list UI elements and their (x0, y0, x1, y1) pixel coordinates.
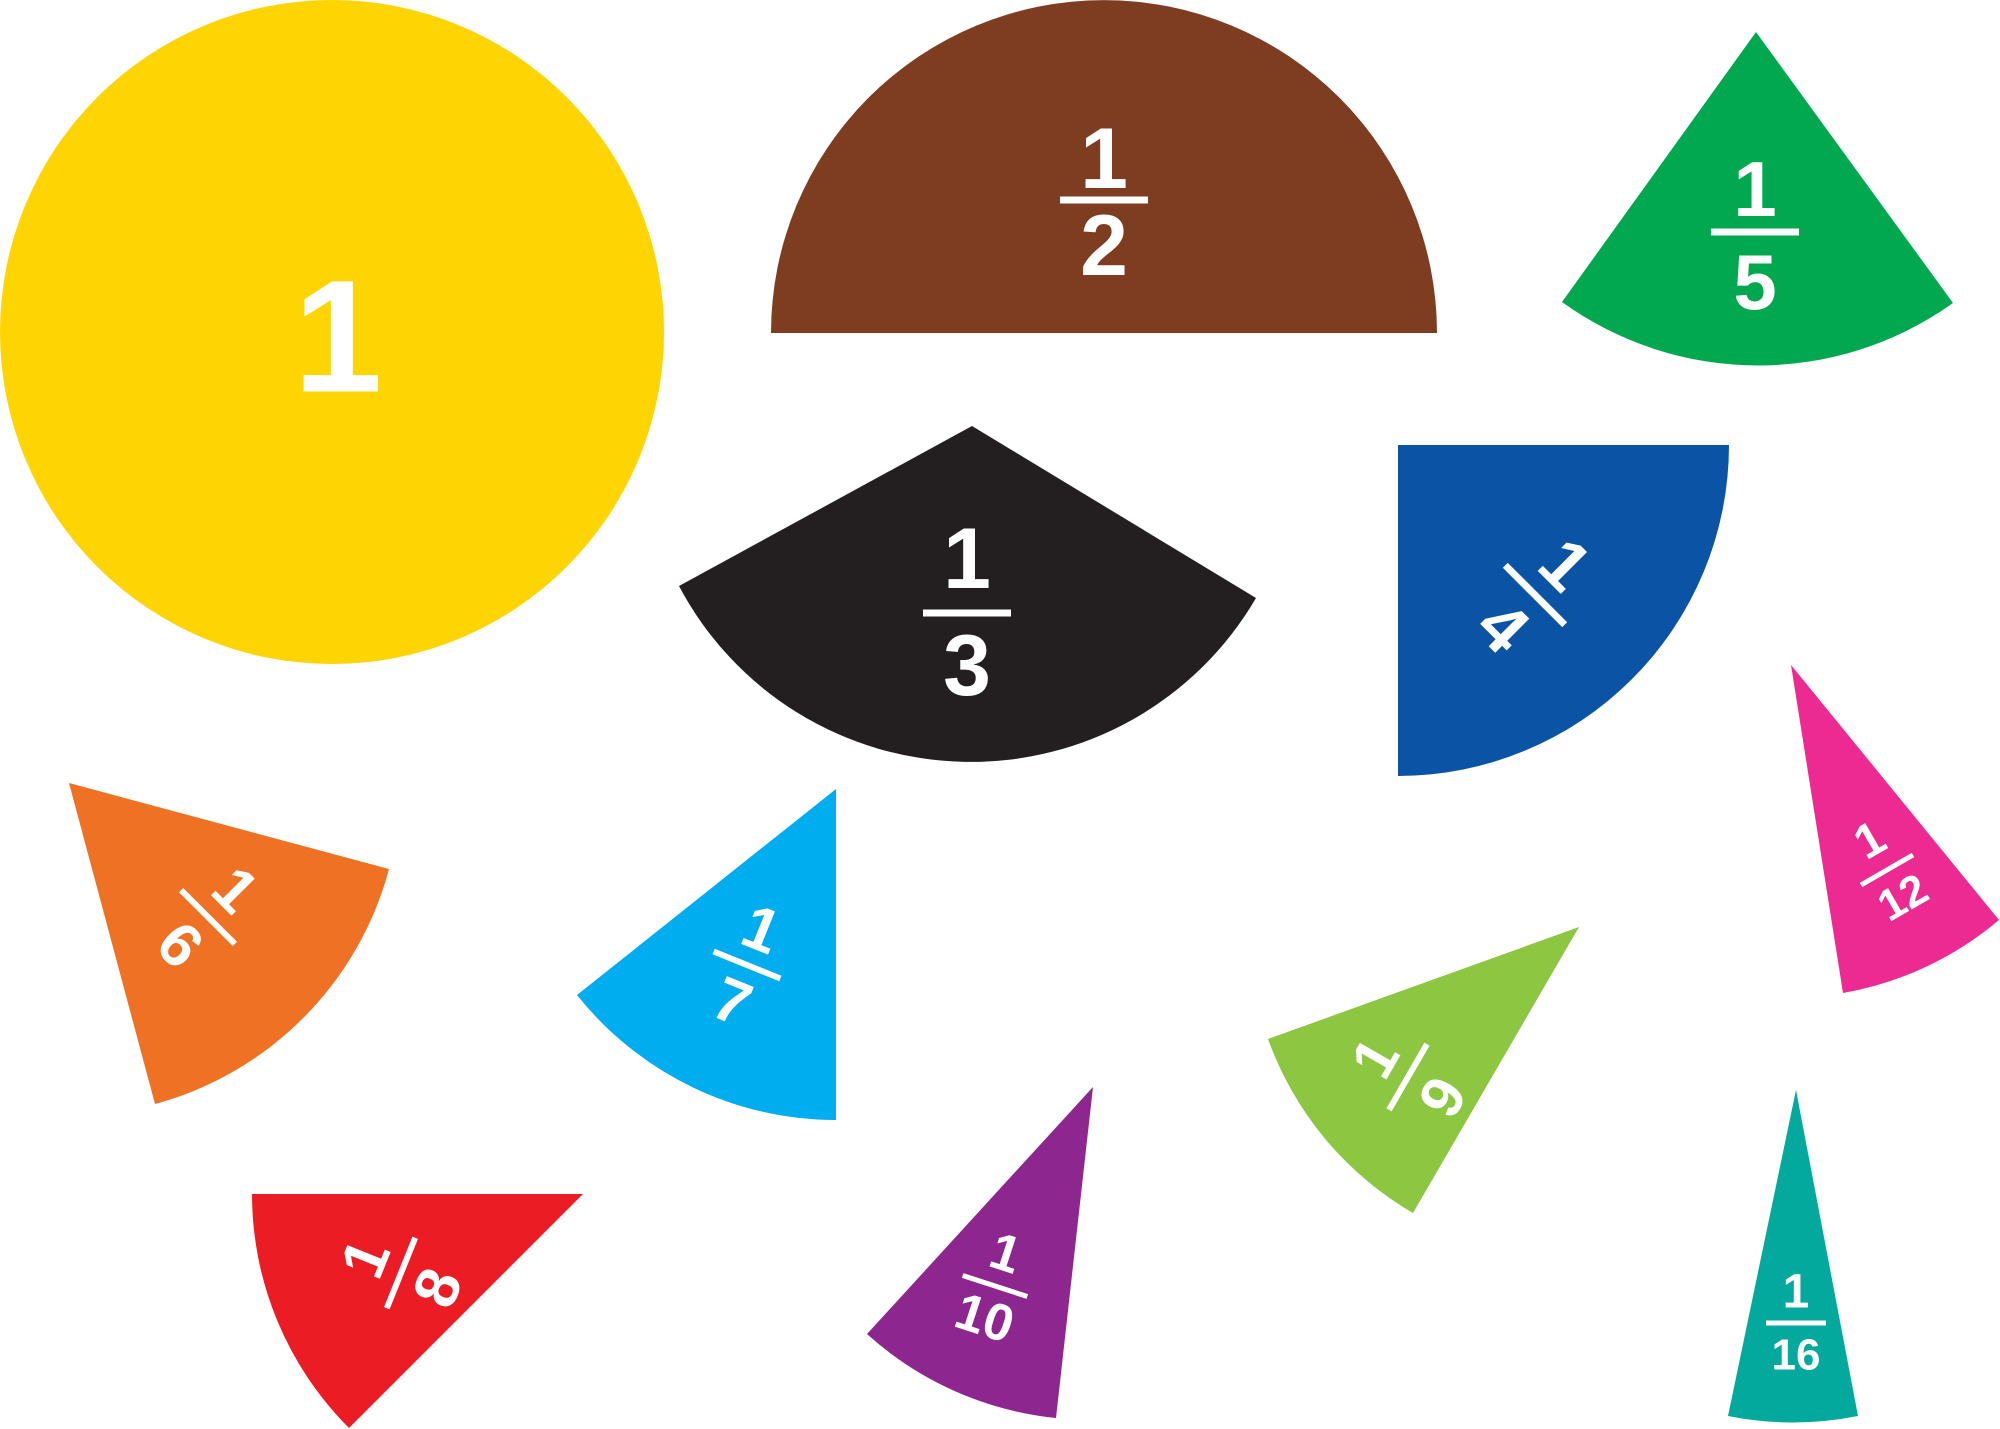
piece-twelfth-shape (1791, 665, 1999, 993)
piece-ninth[interactable]: 1 9 (1268, 927, 1579, 1213)
piece-half[interactable]: 1 2 (771, 0, 1437, 333)
piece-sixteenth-denominator: 16 (1772, 1331, 1821, 1380)
piece-fifth-numerator: 1 (1733, 145, 1776, 233)
piece-quarter[interactable]: 1 4 (1398, 445, 1729, 776)
piece-sixteenth[interactable]: 1 16 (1728, 1090, 1858, 1423)
piece-whole[interactable]: 1 (0, 0, 664, 664)
piece-tenth-fraction-bar (961, 1273, 1029, 1299)
piece-whole-shape (0, 0, 664, 664)
piece-fifth-denominator: 5 (1733, 238, 1776, 326)
piece-twelfth-fraction-bar (1859, 852, 1915, 888)
piece-half-shape (771, 0, 1437, 333)
piece-fifth-shape (1562, 32, 1953, 366)
piece-third-denominator: 3 (943, 618, 991, 714)
piece-third-numerator: 1 (943, 511, 991, 607)
piece-quarter-shape (1398, 445, 1729, 776)
piece-sixth-fraction-bar (179, 888, 237, 946)
piece-third-shape (679, 426, 1256, 762)
piece-tenth-shape (867, 1087, 1093, 1418)
piece-ninth-fraction-bar (1386, 1042, 1430, 1112)
piece-ninth-shape (1268, 927, 1579, 1213)
piece-half-numerator: 1 (1080, 111, 1128, 207)
piece-sixth-shape (69, 783, 389, 1104)
piece-eighth[interactable]: 1 8 (252, 1194, 583, 1428)
piece-sixth[interactable]: 1 6 (69, 783, 389, 1104)
piece-sixteenth-numerator: 1 (1783, 1266, 1810, 1319)
piece-tenth[interactable]: 1 10 (867, 1087, 1093, 1418)
piece-whole-numerator: 1 (294, 247, 383, 426)
piece-seventh-shape (577, 789, 836, 1120)
piece-eighth-fraction-bar (383, 1236, 419, 1310)
piece-third[interactable]: 1 3 (679, 426, 1256, 762)
piece-eighth-shape (252, 1194, 583, 1428)
piece-twelfth[interactable]: 1 12 (1791, 665, 1999, 993)
piece-sixteenth-shape (1728, 1090, 1858, 1423)
piece-seventh-fraction-bar (712, 948, 782, 982)
piece-half-denominator: 2 (1080, 198, 1128, 294)
piece-seventh[interactable]: 1 7 (577, 789, 836, 1120)
piece-quarter-fraction-bar (1502, 562, 1568, 628)
piece-fifth[interactable]: 1 5 (1562, 32, 1953, 366)
